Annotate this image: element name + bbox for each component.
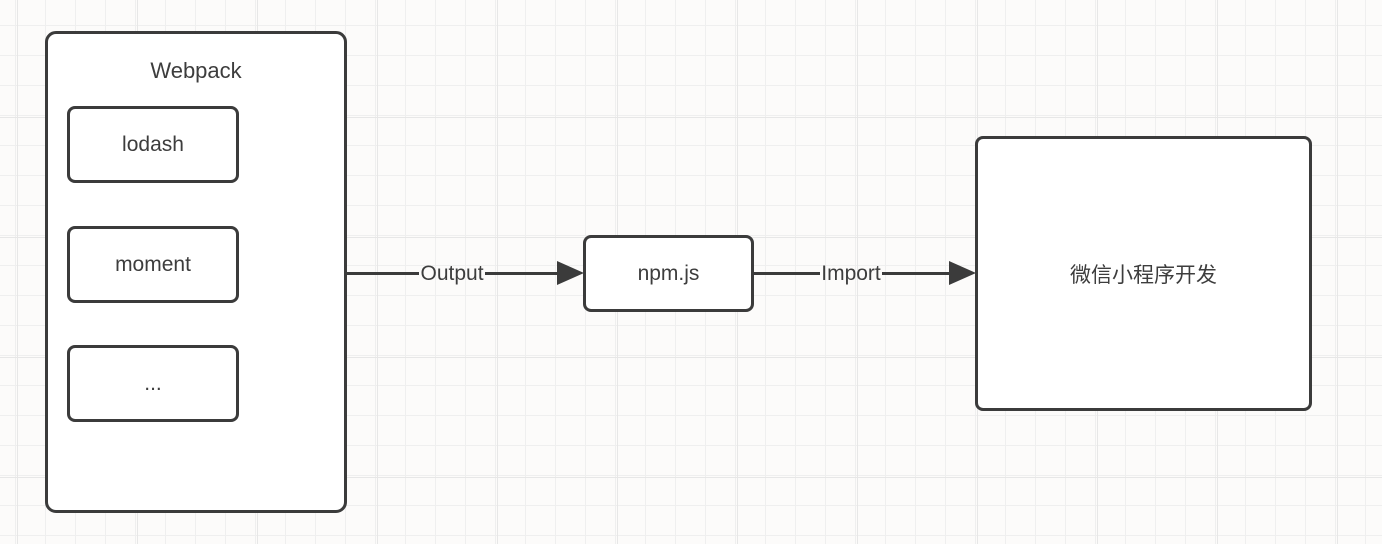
webpack-title: Webpack [150, 58, 242, 83]
module-label: lodash [122, 132, 184, 156]
arrowhead-icon [557, 261, 585, 285]
import-arrow: Import [753, 259, 977, 287]
arrow-line [753, 271, 821, 275]
output-arrow: Output [347, 259, 585, 287]
npm-js-label: npm.js [637, 261, 700, 285]
arrow-line [347, 271, 420, 275]
module-label: moment [115, 252, 191, 276]
module-node-ellipsis: ... [67, 345, 239, 422]
module-label: ... [144, 371, 162, 395]
arrowhead-icon [949, 261, 977, 285]
wechat-miniprogram-node: 微信小程序开发 [975, 136, 1312, 411]
arrow-line [484, 271, 558, 275]
output-arrow-label: Output [420, 261, 484, 285]
npm-js-node: npm.js [583, 235, 754, 312]
import-arrow-label: Import [821, 261, 881, 285]
module-node-lodash: lodash [67, 106, 239, 183]
arrow-line [881, 271, 950, 275]
wechat-miniprogram-label: 微信小程序开发 [1070, 263, 1217, 287]
module-node-moment: moment [67, 226, 239, 303]
